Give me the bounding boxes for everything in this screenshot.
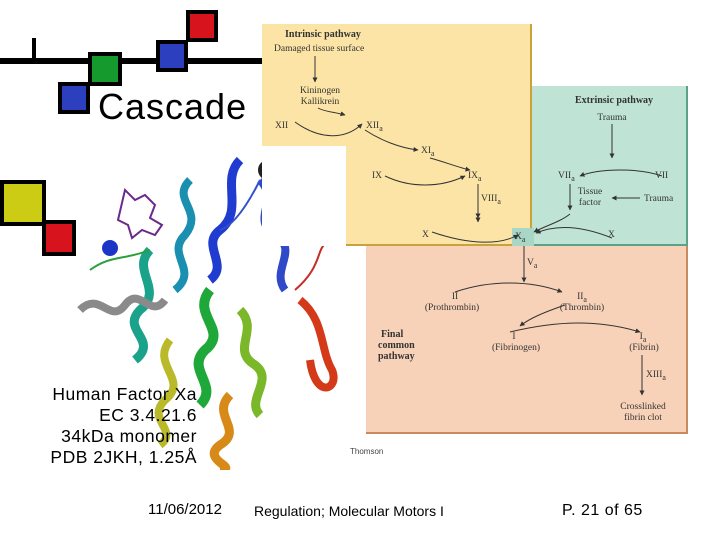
factor-vii-label: VII	[655, 171, 669, 181]
decor-square-blue-top	[156, 40, 188, 72]
ribbon-helix-grey	[77, 294, 169, 316]
decor-line-vertical	[32, 38, 36, 62]
ribbon-strand-red	[297, 296, 338, 392]
ribbon-loop-blue	[219, 179, 261, 231]
extrinsic-title: Extrinsic pathway	[575, 95, 654, 106]
subscript-a: a	[478, 173, 482, 183]
factor-viia-label: VIIa	[558, 171, 575, 183]
arrow-xii-to-xiia	[294, 121, 363, 137]
subscript-a: a	[533, 260, 538, 270]
factor-xia-label: XIa	[421, 146, 435, 158]
factor-ix-label: IX	[372, 171, 383, 181]
slide-title: Cascade	[98, 86, 248, 127]
trauma-side-label: Trauma	[644, 194, 674, 204]
subscript-a: a	[497, 196, 501, 206]
decor-square-green	[88, 52, 122, 86]
arrow-ext-to-xa	[533, 213, 571, 233]
footer-course: Regulation; Molecular Motors I	[254, 503, 444, 519]
arrow-vii-to-viia	[579, 169, 663, 177]
ribbon-strand-lime	[236, 306, 267, 419]
factor-ia-label: Ia	[639, 332, 647, 344]
decor-line-top	[0, 58, 268, 64]
image-credit: Thomson	[350, 447, 384, 456]
decor-square-blue-left	[58, 82, 90, 114]
arrow-ii-to-iia	[454, 282, 563, 293]
extrinsic-pathway-panel	[532, 86, 688, 246]
factor-viiia-label: VIIIa	[481, 194, 501, 206]
subscript-a: a	[521, 234, 526, 244]
arrow-ix-to-ixa	[384, 175, 466, 186]
ribbon-strand-yellow	[154, 337, 178, 449]
cascade-arrow-group	[294, 56, 663, 396]
factor-xii-label: XII	[275, 121, 289, 131]
factor-va-label: Va	[527, 258, 538, 270]
factor-label: factor	[578, 198, 602, 208]
subscript-a: a	[642, 334, 647, 344]
decor-square-yellow	[0, 180, 46, 226]
kallikrein-label: Kallikrein	[300, 97, 340, 107]
factor-ixa-label: IXa	[468, 171, 482, 183]
ribbon-strand-cyan	[172, 177, 196, 294]
tissue-label: Tissue	[577, 187, 603, 197]
common-pathway-panel	[366, 246, 688, 434]
ribbon-strand-teal	[129, 246, 154, 364]
caption-line-4: PDB 2JKH, 1.25Å	[50, 447, 197, 467]
crosslinked-label-1: Crosslinked	[620, 402, 666, 412]
prothrombin-label: (Prothrombin)	[424, 303, 480, 313]
decor-square-red-top	[186, 10, 218, 42]
factor-xiia-label: XIIa	[366, 121, 383, 133]
factor-iia-label: IIa	[577, 292, 587, 304]
decor-square-red-left	[42, 220, 76, 256]
crosslinked-label-2: fibrin clot	[624, 413, 662, 423]
factor-xiiia-label: XIIIa	[646, 370, 666, 382]
subscript-a: a	[662, 372, 666, 382]
protein-structure-illustration	[77, 156, 341, 470]
factor-xa-label: Xa	[515, 232, 526, 244]
subscript-a: a	[379, 123, 383, 133]
protein-caption: Human Factor Xa EC 3.4.21.6 34kDa monome…	[50, 384, 197, 468]
subscript-a: a	[583, 294, 587, 304]
kininogen-label: Kininogen	[299, 86, 341, 96]
xa-highlight	[512, 228, 534, 246]
subscript-a: a	[431, 148, 435, 158]
ribbon-strand-green	[193, 286, 219, 409]
final-pathway-label-1: Final	[381, 329, 404, 340]
caption-line-3: 34kDa monomer	[61, 426, 197, 446]
factor-i-label: I	[512, 332, 516, 342]
arrow-x-to-xa	[431, 231, 519, 243]
thrombin-label: (Thrombin)	[559, 303, 605, 313]
factor-ii-label: II	[451, 292, 459, 302]
caption-line-1: Human Factor Xa	[52, 384, 197, 404]
arrow-ext-x-to-xa	[535, 227, 613, 239]
subscript-a: a	[571, 173, 575, 183]
fibrin-label: (Fibrin)	[629, 343, 659, 353]
caption-line-2: EC 3.4.21.6	[99, 405, 197, 425]
footer-date: 11/06/2012	[148, 501, 222, 518]
intrinsic-title: Intrinsic pathway	[285, 29, 361, 40]
extrinsic-factor-x-label: X	[608, 230, 615, 240]
arrow-i-to-ia	[509, 322, 641, 334]
arrow-iia-to-i	[519, 304, 566, 327]
intrinsic-subtitle: Damaged tissue surface	[274, 44, 365, 54]
arrow-xia-to-ixa	[429, 157, 471, 172]
bound-inhibitor-ligand	[116, 188, 164, 240]
ligand-sphere-blue	[102, 240, 118, 256]
arrow-xiia-to-xia	[364, 129, 419, 152]
arrow-kallikrein-to-xiia	[317, 107, 346, 117]
white-notch	[262, 146, 346, 246]
ribbon-loop-green	[89, 249, 151, 271]
intrinsic-factor-x-label: X	[422, 230, 429, 240]
fibrinogen-label: (Fibrinogen)	[491, 343, 541, 353]
trauma-top-label: Trauma	[597, 113, 627, 123]
ribbon-strand-orange	[209, 391, 234, 470]
final-pathway-label-3: pathway	[378, 351, 415, 362]
footer-page-number: P. 21 of 65	[562, 502, 643, 519]
final-pathway-label-2: common	[378, 340, 415, 351]
